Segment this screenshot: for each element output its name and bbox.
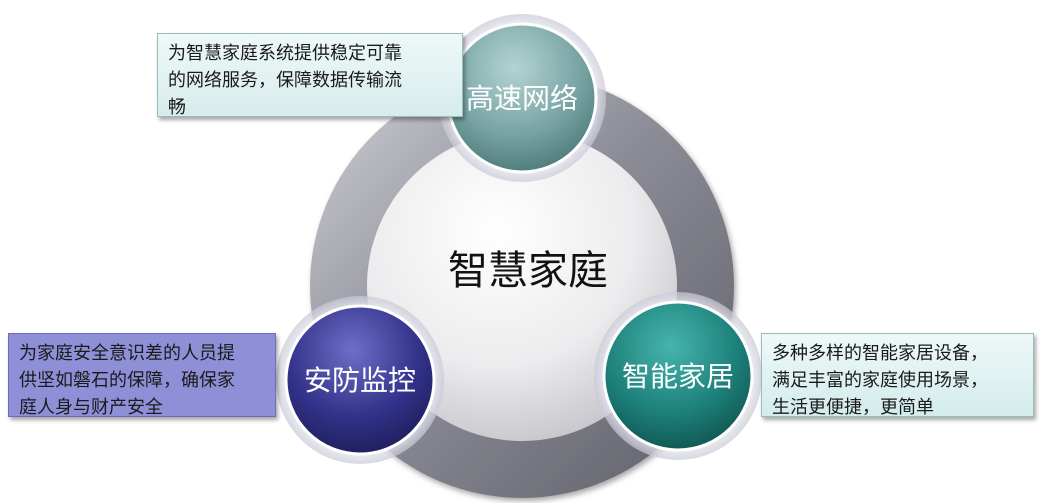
node-home: 智能家居 — [594, 292, 762, 460]
callout-network-line: 畅 — [168, 97, 186, 118]
callout-security: 为家庭安全意识差的人员提 供坚如磐石的保障，确保家 庭人身与财产安全 — [8, 333, 276, 418]
callout-home-line: 满足丰富的家庭使用场景， — [772, 370, 988, 391]
callout-security-line: 为家庭安全意识差的人员提 — [19, 343, 235, 364]
callout-network: 为智慧家庭系统提供稳定可靠 的网络服务，保障数据传输流 畅 — [157, 33, 463, 118]
node-home-circle — [602, 300, 754, 452]
callout-home-line: 多种多样的智能家居设备， — [772, 343, 988, 364]
callout-network-line: 的网络服务，保障数据传输流 — [168, 70, 402, 91]
node-network: 高速网络 — [438, 14, 606, 182]
callout-network-line: 为智慧家庭系统提供稳定可靠 — [168, 43, 402, 64]
node-security-circle — [284, 304, 436, 456]
center-label: 智慧家庭 — [448, 248, 608, 294]
node-security-label: 安防监控 — [304, 364, 416, 397]
callout-home: 多种多样的智能家居设备， 满足丰富的家庭使用场景， 生活更便捷，更简单 — [761, 333, 1034, 418]
callout-home-line: 生活更便捷，更简单 — [772, 397, 934, 418]
callout-security-line: 供坚如磐石的保障，确保家 — [19, 370, 235, 391]
node-security: 安防监控 — [276, 296, 444, 464]
node-home-label: 智能家居 — [622, 360, 734, 393]
callout-security-line: 庭人身与财产安全 — [19, 397, 163, 418]
node-network-label: 高速网络 — [466, 82, 578, 115]
